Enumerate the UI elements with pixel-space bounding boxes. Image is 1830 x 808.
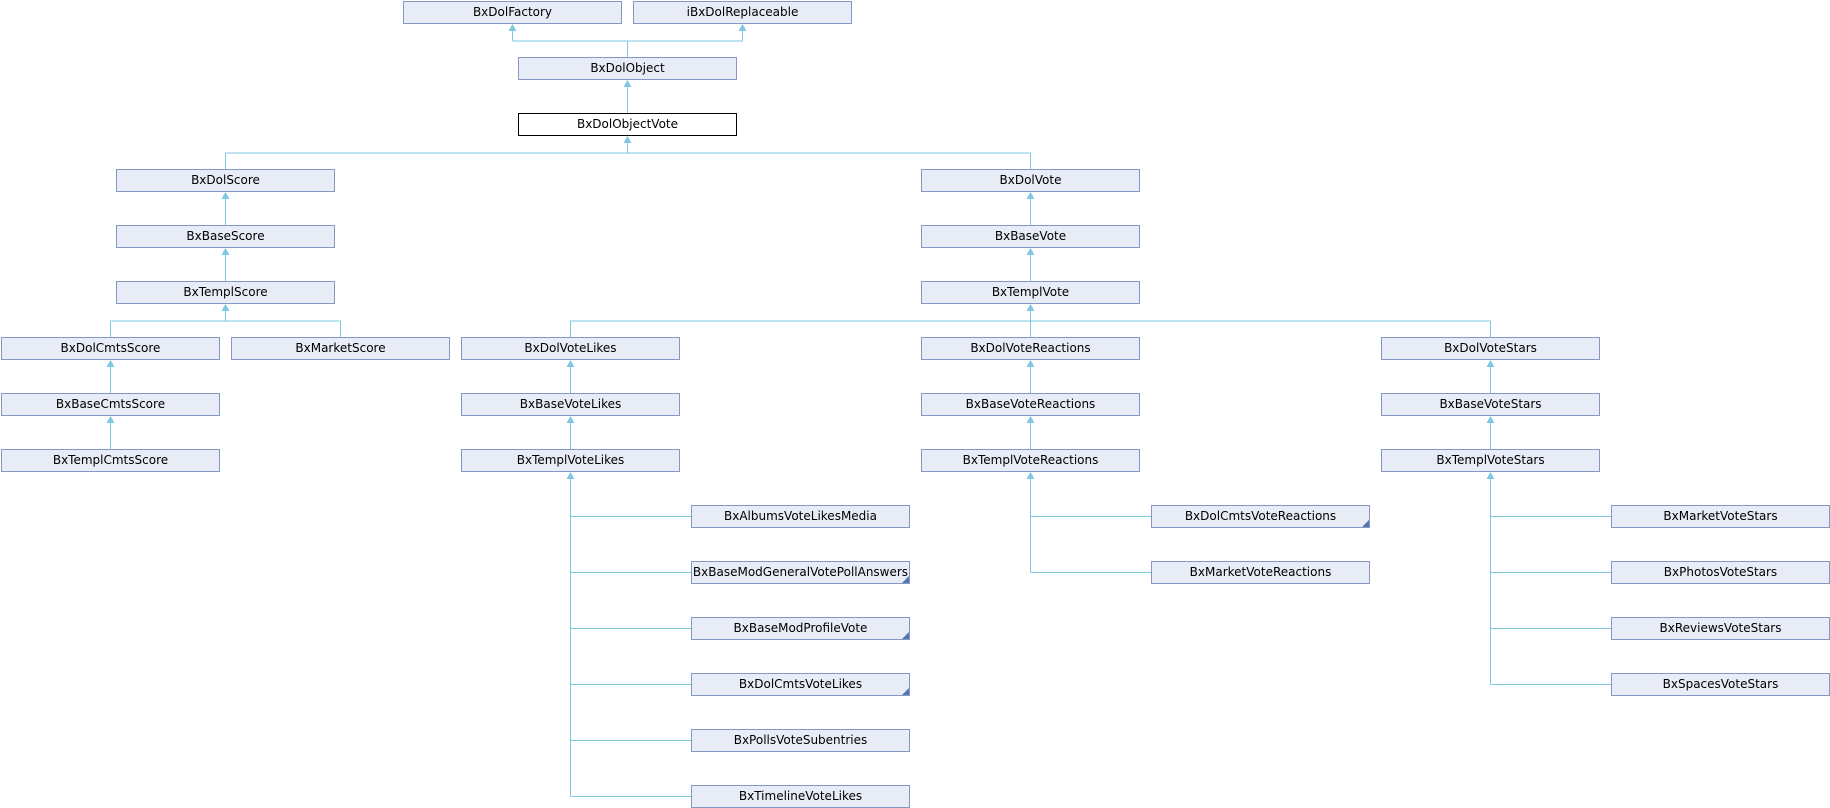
inheritance-arrowhead [1026,360,1035,367]
inheritance-arrowhead [1026,416,1035,423]
class-node-bxdolfactory[interactable]: BxDolFactory [403,1,622,24]
inheritance-arrowhead [566,416,575,423]
inheritance-arrowhead [566,360,575,367]
inheritance-arrowhead [1026,248,1035,255]
class-node-bxtemplvotereactions[interactable]: BxTemplVoteReactions [921,449,1140,472]
inheritance-arrowhead [1026,472,1035,479]
class-node-bxpollsvotesubentries[interactable]: BxPollsVoteSubentries [691,729,910,752]
inheritance-arrowhead [623,80,632,87]
class-node-bxdolobjectvote: BxDolObjectVote [518,113,737,136]
class-node-ibxdolreplaceable[interactable]: iBxDolReplaceable [633,1,852,24]
class-node-bxdolvotelikes[interactable]: BxDolVoteLikes [461,337,680,360]
inheritance-arrowhead [221,248,230,255]
inheritance-arrowhead [1486,360,1495,367]
class-node-bxdolvotereactions[interactable]: BxDolVoteReactions [921,337,1140,360]
class-node-bxtemplcmtsscore[interactable]: BxTemplCmtsScore [1,449,220,472]
class-node-bxdolscore[interactable]: BxDolScore [116,169,335,192]
class-node-bxbasevote[interactable]: BxBaseVote [921,225,1140,248]
class-node-bxtemplvotestars[interactable]: BxTemplVoteStars [1381,449,1600,472]
class-node-bxdolvote[interactable]: BxDolVote [921,169,1140,192]
class-node-bxdolobject[interactable]: BxDolObject [518,57,737,80]
inheritance-arrowhead [508,24,517,31]
class-node-bxbasemodgeneralvotepollanswers[interactable]: BxBaseModGeneralVotePollAnswers [691,561,910,584]
class-node-bxtemplvotelikes[interactable]: BxTemplVoteLikes [461,449,680,472]
class-node-bxdolcmtsvotelikes[interactable]: BxDolCmtsVoteLikes [691,673,910,696]
class-node-bxbasescore[interactable]: BxBaseScore [116,225,335,248]
class-node-bxdolcmtsscore[interactable]: BxDolCmtsScore [1,337,220,360]
inheritance-arrowhead [1486,472,1495,479]
inheritance-arrowhead [221,304,230,311]
class-node-bxbasemodprofilevote[interactable]: BxBaseModProfileVote [691,617,910,640]
class-node-bxbasevotelikes[interactable]: BxBaseVoteLikes [461,393,680,416]
inheritance-arrowhead [106,360,115,367]
class-node-bxreviewsvotestars[interactable]: BxReviewsVoteStars [1611,617,1830,640]
inheritance-arrowhead [1026,304,1035,311]
inheritance-arrowhead [623,136,632,143]
class-node-bxtemplvote[interactable]: BxTemplVote [921,281,1140,304]
class-node-bxtemplscore[interactable]: BxTemplScore [116,281,335,304]
inheritance-arrowhead [566,472,575,479]
class-node-bxbasevotestars[interactable]: BxBaseVoteStars [1381,393,1600,416]
class-node-bxspacesvotestars[interactable]: BxSpacesVoteStars [1611,673,1830,696]
class-node-bxbasevotereactions[interactable]: BxBaseVoteReactions [921,393,1140,416]
inheritance-arrowhead [1026,192,1035,199]
class-node-bxalbumsvotelikesmedia[interactable]: BxAlbumsVoteLikesMedia [691,505,910,528]
class-node-bxmarketvotereactions[interactable]: BxMarketVoteReactions [1151,561,1370,584]
class-node-bxtimelinevotelikes[interactable]: BxTimelineVoteLikes [691,785,910,808]
inheritance-arrowhead [1486,416,1495,423]
inheritance-arrowhead [106,416,115,423]
class-node-bxmarketvotestars[interactable]: BxMarketVoteStars [1611,505,1830,528]
class-node-bxphotosvotestars[interactable]: BxPhotosVoteStars [1611,561,1830,584]
class-node-bxbasecmtsscore[interactable]: BxBaseCmtsScore [1,393,220,416]
class-node-bxdolvotestars[interactable]: BxDolVoteStars [1381,337,1600,360]
inheritance-arrowhead [738,24,747,31]
class-node-bxmarketscore[interactable]: BxMarketScore [231,337,450,360]
inheritance-arrowhead [221,192,230,199]
class-node-bxdolcmtsvotereactions[interactable]: BxDolCmtsVoteReactions [1151,505,1370,528]
